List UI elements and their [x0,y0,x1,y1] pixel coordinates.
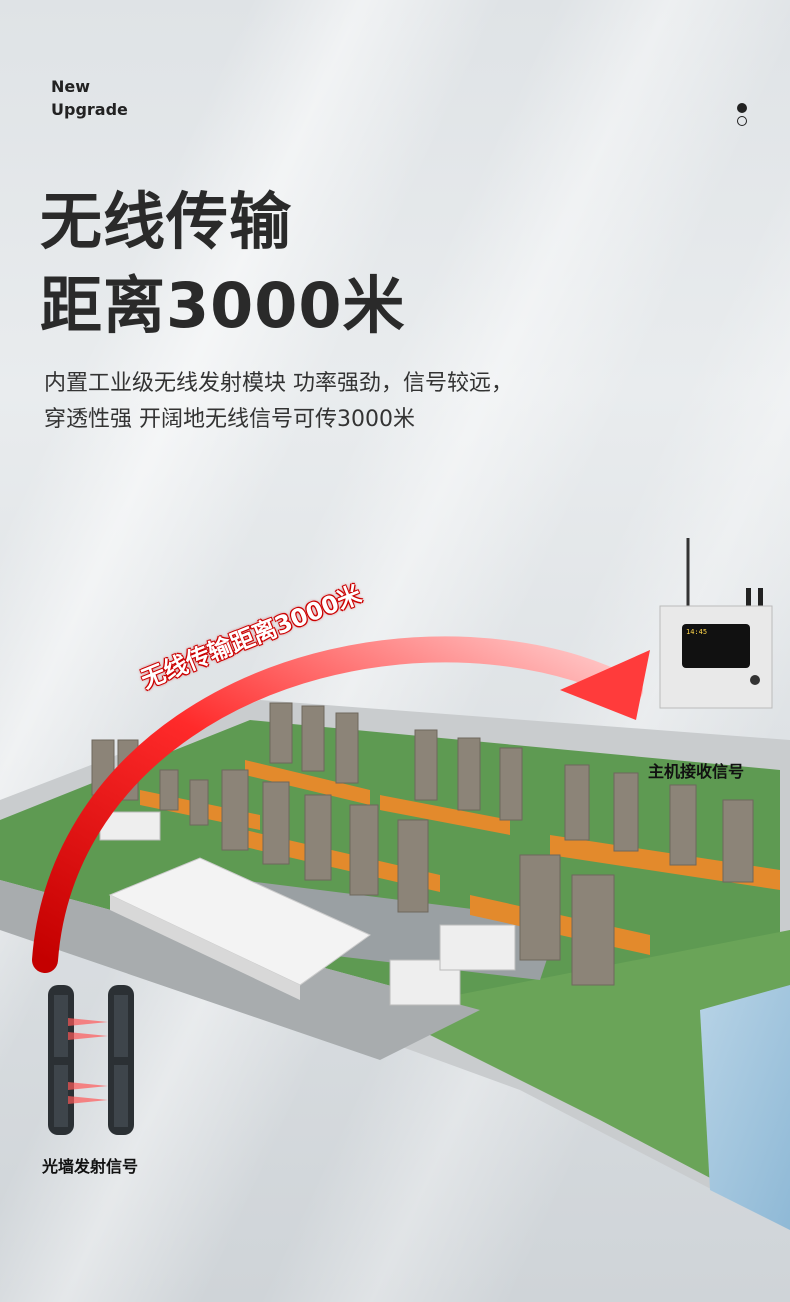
badge-line-2: Upgrade [51,100,128,119]
description: 内置工业级无线发射模块 功率强劲，信号较远， 穿透性强 开阔地无线信号可传300… [44,366,513,438]
description-line-2: 穿透性强 开阔地无线信号可传3000米 [44,407,415,432]
title-line-2: 距离3000米 [40,269,406,342]
arc-arrowhead [560,650,650,720]
page-indicator [737,103,749,129]
host-screen [682,624,750,668]
description-line-1: 内置工业级无线发射模块 功率强劲，信号较远， [44,371,513,396]
low-buildings [99,811,516,1006]
page-dot-active [737,103,747,113]
towers [91,702,754,986]
beam-towers [48,985,134,1135]
alarm-host-device [659,538,773,709]
host-label: 主机接收信号 [648,762,745,781]
badge-line-1: New [51,77,91,96]
page-title: 无线传输 距离3000米 [40,180,406,348]
host-screen-time: 14:45 [686,628,708,636]
warehouse [108,857,371,1000]
title-line-1: 无线传输 [40,185,293,258]
page-dot [737,116,747,126]
transmission-arc [32,636,643,973]
new-upgrade-badge: New Upgrade [51,75,128,121]
beam-label: 光墙发射信号 [42,1157,139,1176]
